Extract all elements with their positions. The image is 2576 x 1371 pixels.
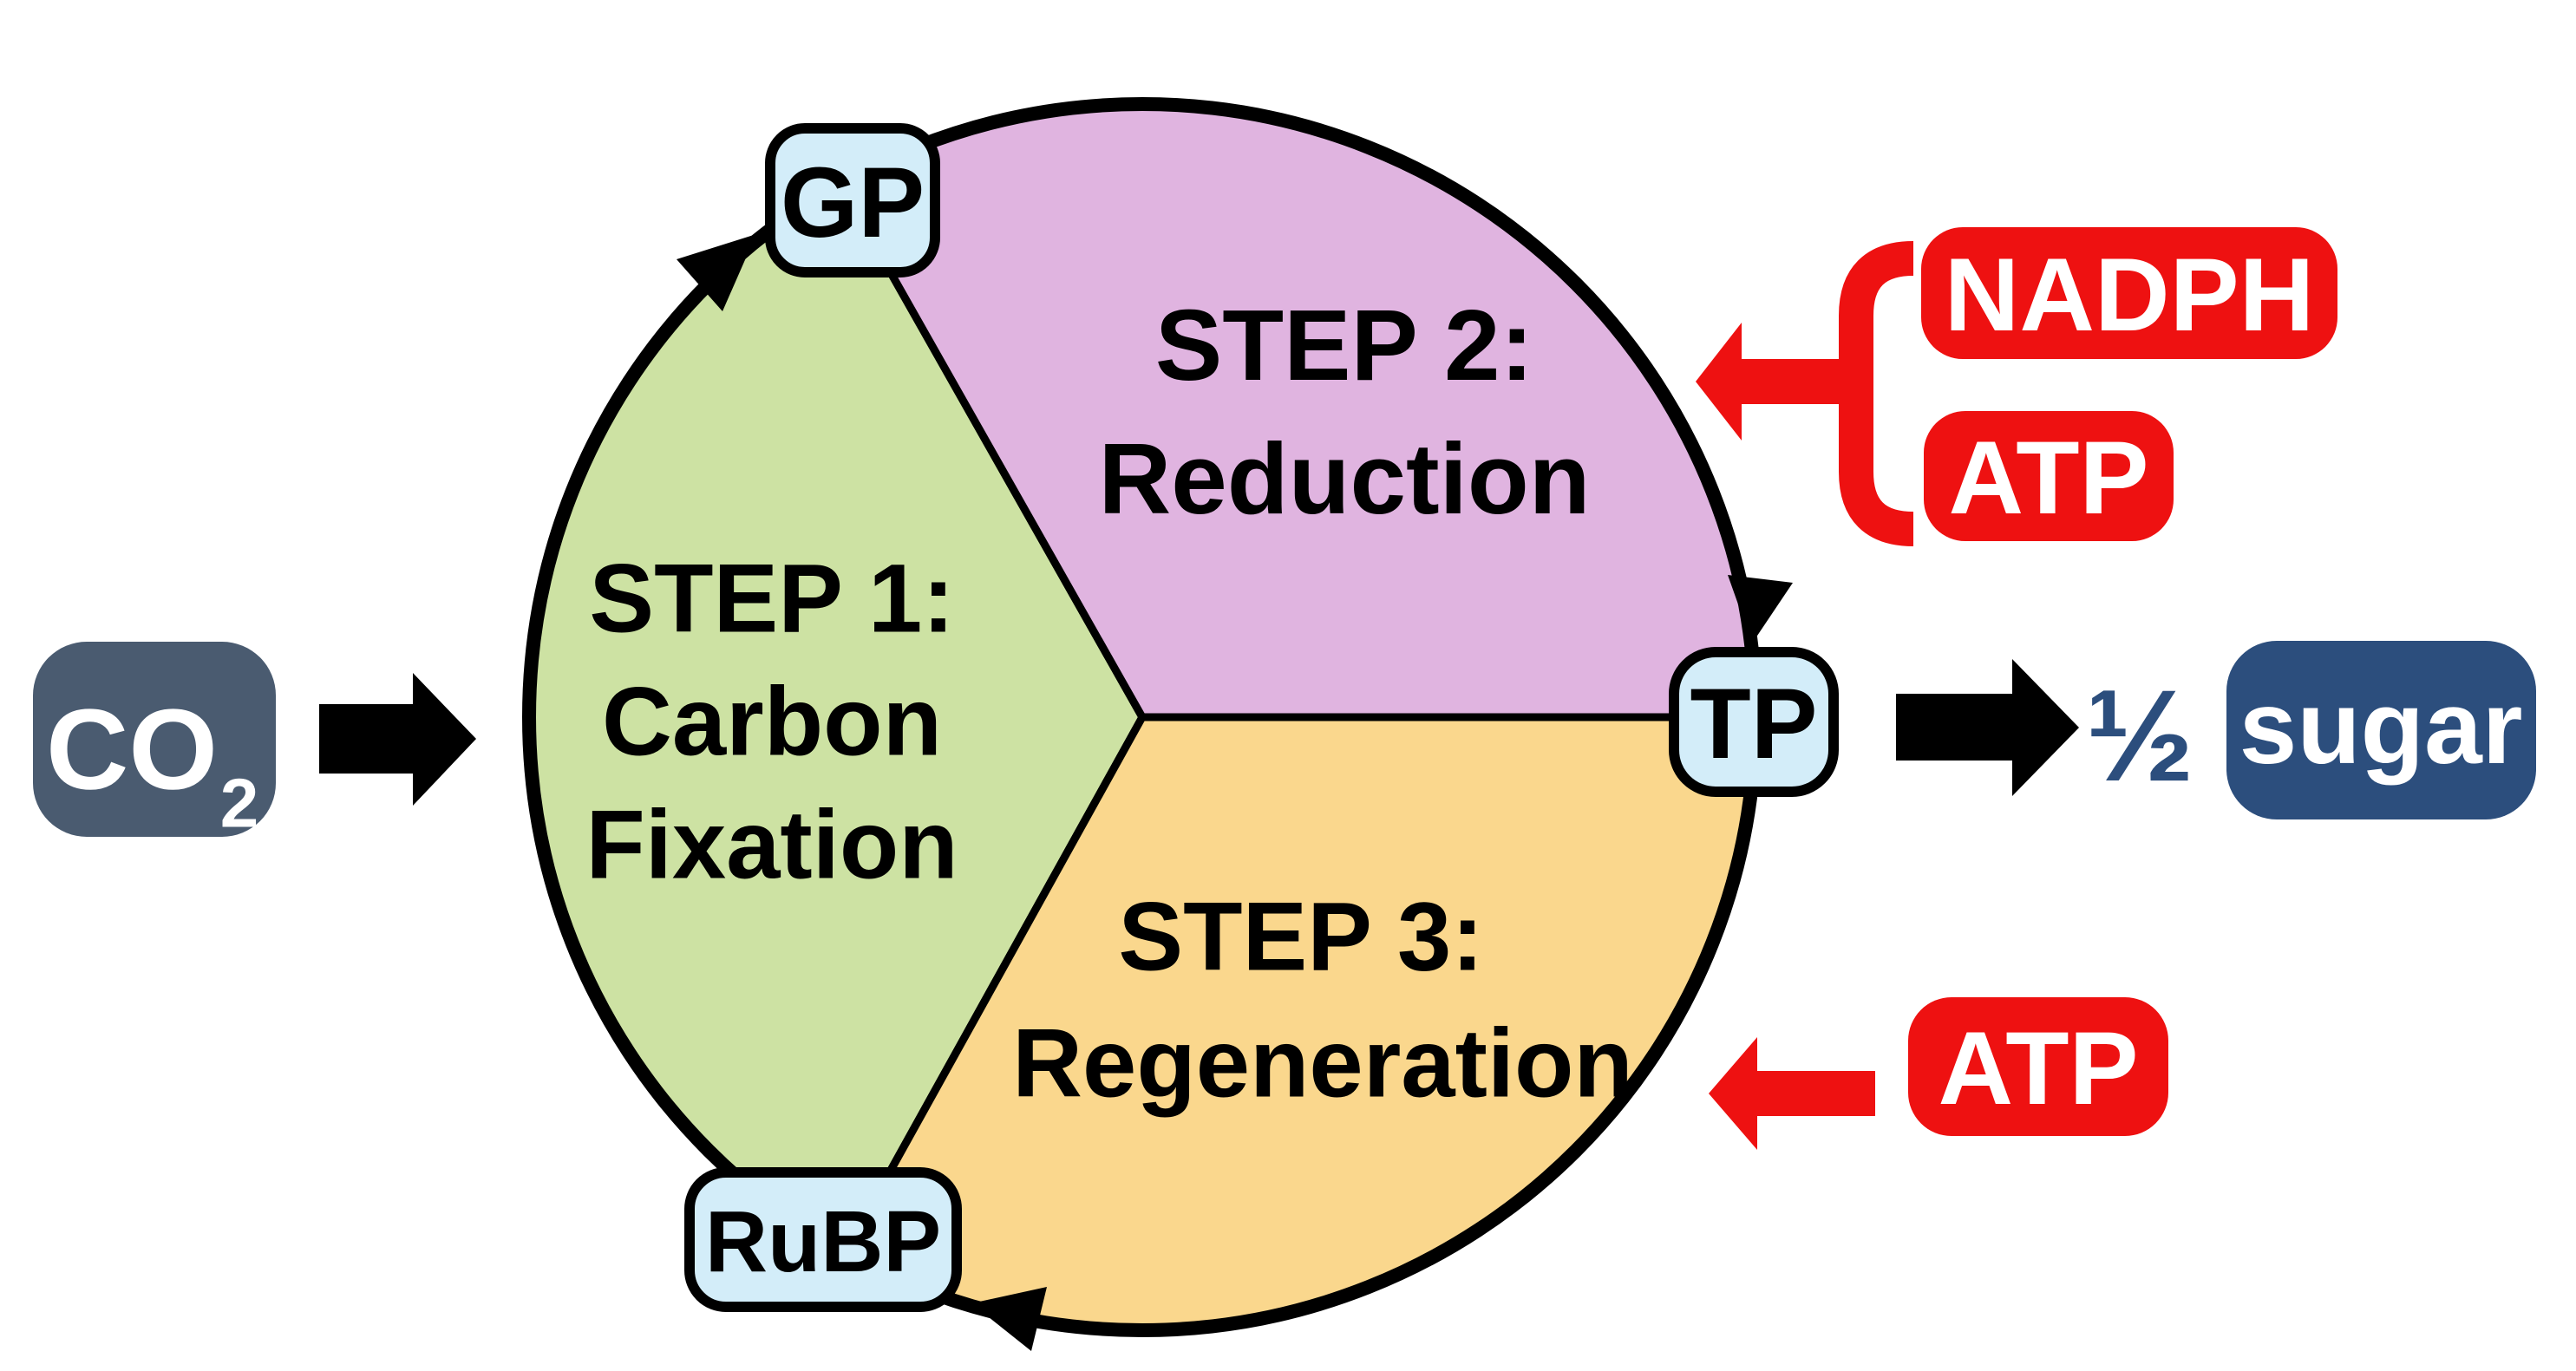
step2-title: STEP 2:: [1155, 289, 1533, 402]
rubp-node-label: RuBP: [705, 1193, 941, 1290]
half-fraction-label: ½: [2085, 663, 2194, 808]
gp-node-label: GP: [781, 147, 925, 258]
co2-box: [33, 642, 276, 837]
step1-line2: Carbon: [602, 668, 942, 776]
step2-line2: Reduction: [1098, 422, 1590, 535]
step1-title: STEP 1:: [589, 545, 954, 653]
co2-label-subscript: 2: [220, 765, 259, 842]
atp-step3-box: [1908, 997, 2168, 1136]
sugar-box: [2226, 641, 2536, 819]
atp-to-step3-arrow-icon: [1709, 1037, 1875, 1150]
rubp-node-box: [684, 1167, 962, 1312]
sugar-label: sugar: [2239, 669, 2523, 786]
co2-input: CO 2: [33, 642, 476, 842]
co2-label-main: CO: [46, 686, 218, 813]
sugar-output: ½ sugar: [1896, 641, 2536, 819]
step-labels: STEP 1: Carbon Fixation STEP 2: Reductio…: [585, 289, 1633, 1118]
cofactor-brace-icon: [1839, 241, 1914, 546]
nadph-box: [1921, 227, 2337, 359]
atp-step3-label: ATP: [1938, 1010, 2138, 1126]
tp-node-box: [1669, 647, 1839, 797]
metabolite-nodes: GP TP RuBP: [684, 123, 1839, 1312]
cycle-arrowhead-to-tp-icon: [1728, 575, 1793, 643]
step3-title: STEP 3:: [1118, 883, 1483, 991]
gp-node-box: [765, 123, 940, 277]
step2-cofactors: NADPH ATP: [1696, 227, 2337, 546]
cycle-arrowhead-to-rubp-icon: [971, 1287, 1047, 1351]
co2-to-cycle-arrow-icon: [319, 673, 476, 806]
atp-step2-box: [1924, 411, 2174, 541]
nadph-label: NADPH: [1945, 237, 2315, 353]
step1-line3: Fixation: [585, 791, 958, 899]
tp-node-label: TP: [1690, 669, 1818, 780]
step3-line2: Regeneration: [1012, 1009, 1633, 1118]
step3-cofactor: ATP: [1709, 997, 2168, 1150]
cycle-arrowhead-to-gp-icon: [677, 234, 756, 311]
tp-to-sugar-arrow-icon: [1896, 659, 2079, 796]
cofactors-to-step2-arrow-icon: [1696, 323, 1858, 441]
cycle-circle: [522, 97, 1793, 1351]
atp-step2-label: ATP: [1948, 420, 2148, 536]
